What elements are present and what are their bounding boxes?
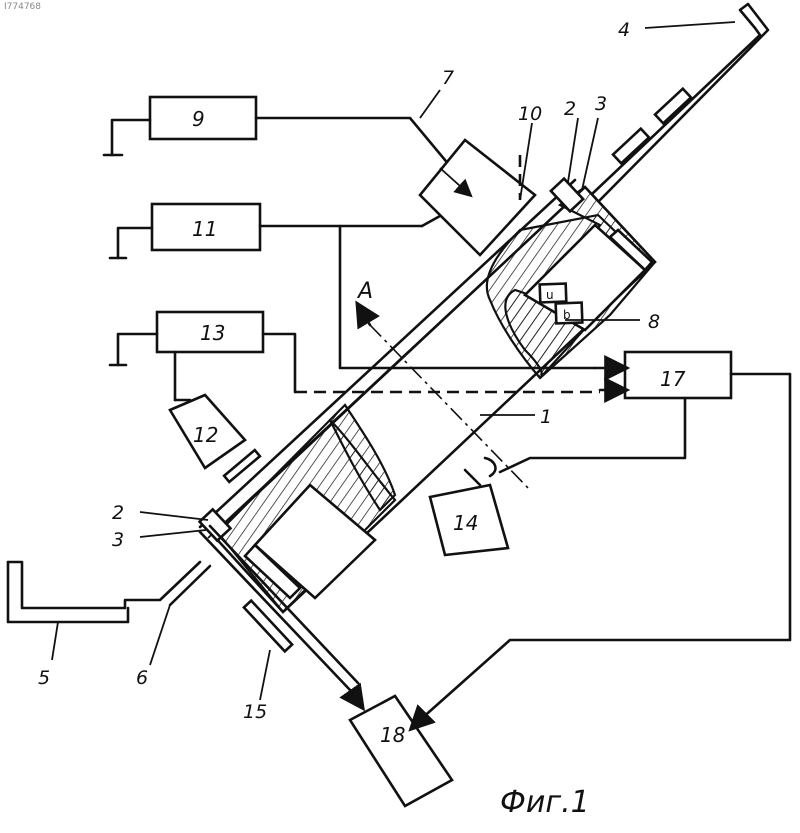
- block-14-label: 14: [453, 511, 478, 535]
- callout-1: 1: [540, 406, 552, 428]
- block-12-label: 12: [193, 423, 218, 447]
- block-11-label: 11: [192, 217, 217, 241]
- callout-3-top: 3: [595, 93, 607, 115]
- block-12: 12: [170, 395, 260, 482]
- corner-mark: I774768: [4, 2, 41, 12]
- callout-3-bottom: 3: [112, 529, 124, 551]
- block-13-label: 13: [200, 321, 225, 345]
- callout-2-top: 2: [564, 98, 576, 120]
- block-14: 14: [430, 458, 508, 555]
- stand: [8, 562, 210, 622]
- sensor-label-u: u: [546, 288, 554, 302]
- block-18: 18: [350, 690, 452, 806]
- block-10: [340, 140, 535, 255]
- arrow-label-a: A: [356, 279, 373, 304]
- figure-caption: Фиг.1: [500, 785, 590, 820]
- block-9-label: 9: [192, 107, 205, 131]
- callout-8: 8: [648, 311, 660, 333]
- callout-2-bottom: 2: [112, 502, 124, 524]
- callout-5: 5: [38, 667, 50, 689]
- callout-15: 15: [243, 701, 267, 723]
- block-18-label: 18: [380, 723, 405, 747]
- callout-6: 6: [136, 667, 148, 689]
- main-body: u b: [200, 179, 655, 612]
- block-17-label: 17: [660, 367, 686, 391]
- callout-10: 10: [518, 103, 542, 125]
- block-9: 9: [104, 97, 470, 190]
- callout-7: 7: [442, 67, 454, 89]
- callout-4: 4: [618, 19, 630, 41]
